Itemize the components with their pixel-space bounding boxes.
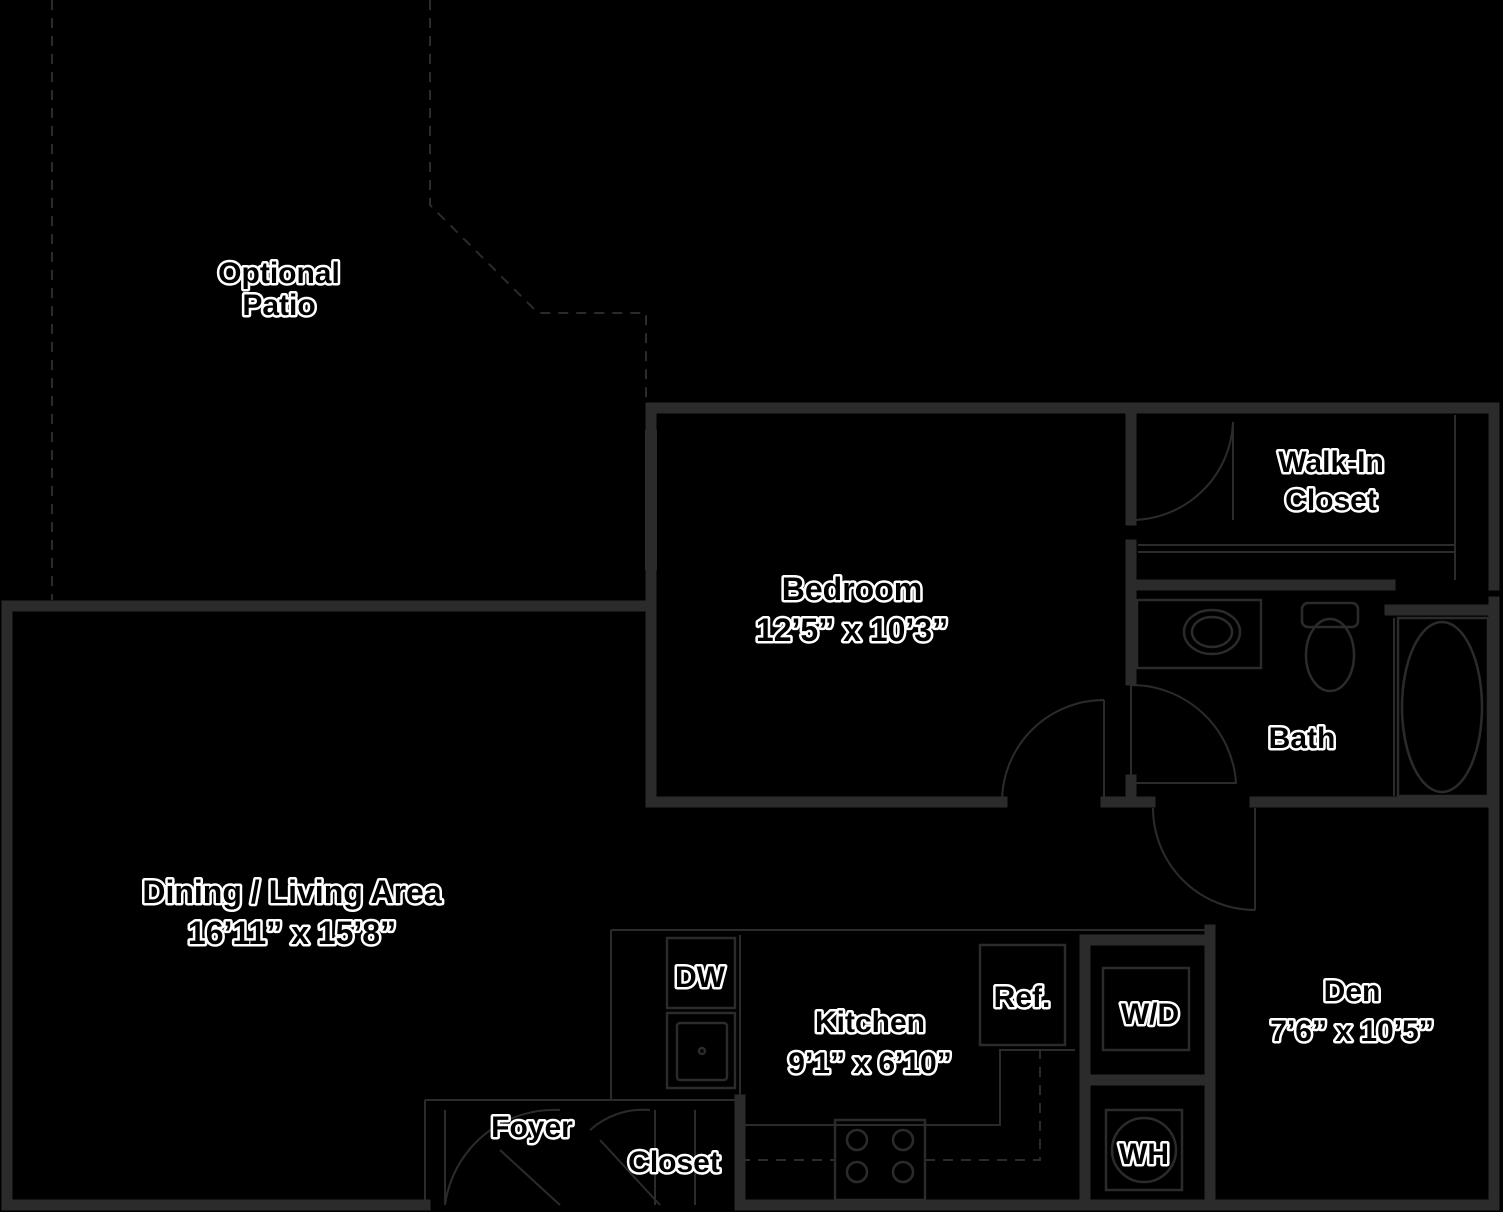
dining-label: Dining / Living Area: [142, 874, 441, 910]
room-labels: Optional Patio Walk-In Closet Bedroom 12…: [140, 255, 1436, 1182]
exterior-walls: [1, 402, 1500, 1211]
den-label: Den: [1324, 975, 1381, 1008]
foyer: [424, 1099, 740, 1206]
closet-label: Closet: [628, 1146, 720, 1179]
kitchen: [610, 924, 1216, 1211]
bath-label: Bath: [1269, 722, 1336, 755]
water-heater-label: WH: [1119, 1138, 1169, 1171]
den-size: 7’6” x 10’5”: [1270, 1015, 1433, 1048]
refrigerator-label: Ref.: [994, 981, 1051, 1014]
kitchen-size: 9’1” x 6’10”: [788, 1047, 951, 1080]
dining-size: 16’11” x 15’8”: [188, 915, 396, 951]
patio-outline: [51, 0, 647, 600]
dishwasher-label: DW: [675, 961, 726, 994]
kitchen-label: Kitchen: [815, 1006, 925, 1039]
fixture-labels: DW Ref. W/D WH: [673, 959, 1182, 1174]
bedroom-size: 12’5” x 10’3”: [756, 612, 948, 648]
washer-dryer-label: W/D: [1121, 998, 1179, 1031]
foyer-label: Foyer: [491, 1111, 573, 1144]
walkin-label-line1: Walk-In: [1278, 446, 1384, 479]
walkin-closet: [1125, 415, 1456, 591]
bedroom-walls: [645, 402, 1137, 808]
bedroom-door: [1001, 699, 1105, 803]
sliding-door: [70, 601, 575, 611]
bedroom-label: Bedroom: [782, 571, 922, 607]
patio-label-line2: Patio: [242, 289, 315, 322]
patio-label-line1: Optional: [218, 257, 340, 290]
walkin-label-line2: Closet: [1285, 484, 1377, 517]
bath: [1125, 598, 1500, 911]
